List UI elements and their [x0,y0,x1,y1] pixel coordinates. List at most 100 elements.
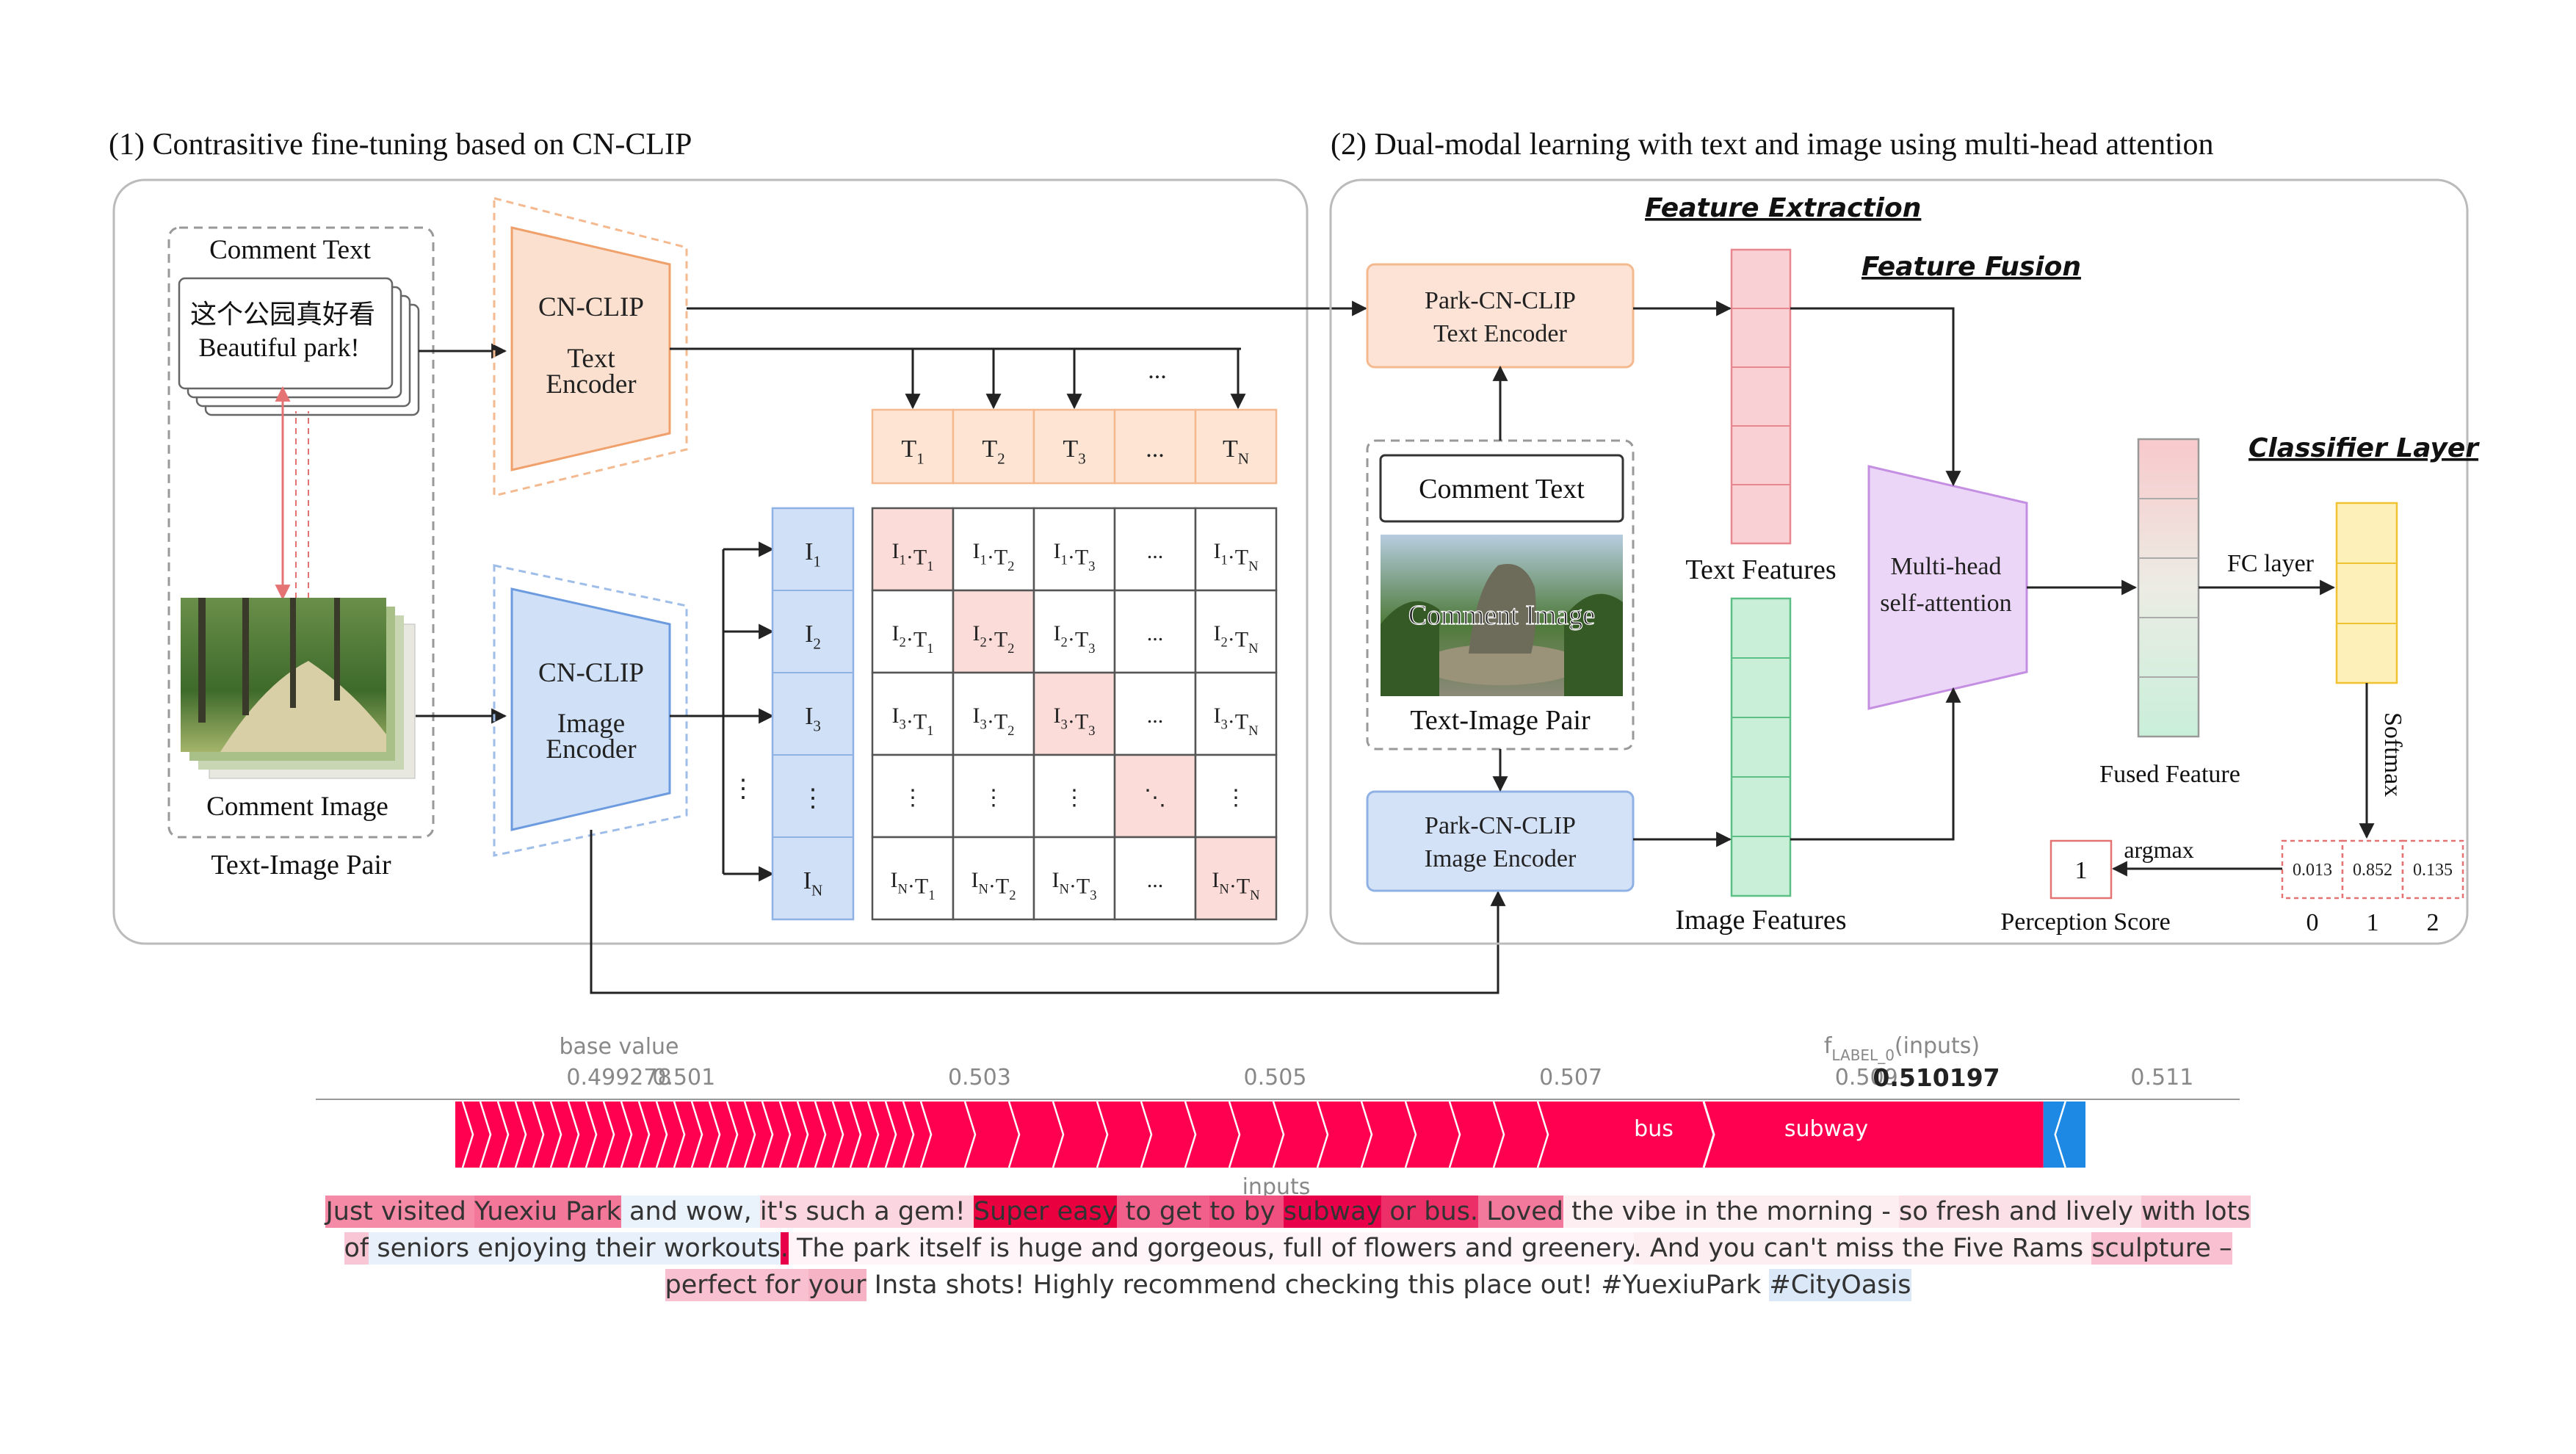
token: and wow, [621,1196,760,1228]
base-value: 0.499278 [566,1065,671,1090]
park-text-encoder-line2: Text Encoder [1433,320,1567,347]
classifier-output-column [2335,502,2398,684]
matrix-cell: ... [1147,539,1164,563]
park-text-encoder-line1: Park-CN-CLIP [1425,287,1576,314]
matrix-cell: ⋮ [902,786,924,810]
i-label: I3 [805,703,821,735]
feature-fusion-label: Feature Fusion [1862,252,2081,282]
token: so fresh and lively [1899,1196,2142,1228]
axis-tick: 0.503 [948,1065,1011,1090]
text-encoder-line1: CN-CLIP [538,292,644,322]
park-image-encoder-line1: Park-CN-CLIP [1425,812,1576,839]
pair-label-left: Text-Image Pair [211,850,391,880]
matrix-cell: I3·T1 [892,704,934,739]
matrix-cell: I3·T3 [1054,704,1096,739]
argmax-label: argmax [2124,836,2193,863]
perception-score-label: Perception Score [2000,908,2170,936]
english-text: Beautiful park! [199,333,360,362]
i-distribution-dots: ⋮ [731,775,756,803]
matrix-cell: I3·T2 [973,704,1015,739]
matrix-cell: ⋮ [983,786,1005,810]
image-encoder-line2: Image [557,709,625,739]
probability-value: 0.135 [2413,861,2453,880]
token: to by [1209,1196,1284,1228]
negative-bar [2043,1102,2085,1168]
fc-layer-label: FC layer [2227,550,2315,577]
perception-score-value: 1 [2075,857,2088,884]
token: Just visited [325,1196,475,1228]
axis-tick: 0.501 [652,1065,715,1090]
matrix-cell: ⋱ [1144,786,1166,810]
feature-extraction-label: Feature Extraction [1645,193,1921,223]
matrix-cell: ⋮ [1063,786,1085,810]
comment-text-label: Comment Text [209,235,371,265]
matrix-cell: IN·T2 [971,868,1016,903]
t-label: T2 [982,435,1005,468]
i-label: I1 [805,538,821,571]
park-text-encoder [1366,263,1635,369]
token: it's such a gem! [759,1196,974,1228]
t-label: T1 [901,435,924,468]
i-label: I2 [805,621,821,653]
token: or bus. [1381,1196,1479,1228]
pair-label-right: Text-Image Pair [1410,705,1591,736]
matrix-cell: I2·TN [1213,621,1258,657]
cnclip-text-encoder [510,226,671,471]
classifier-layer-label: Classifier Layer [2248,433,2480,463]
section2-title: (2) Dual-modal learning with text and im… [1331,128,2214,162]
token-attribution-text: Just visited Yuexiu Park and wow, it's s… [316,1193,2260,1303]
cnclip-image-encoder [510,587,671,831]
axis-tick: 0.507 [1539,1065,1602,1090]
matrix-cell: IN·TN [1212,868,1259,903]
image-features-column [1730,597,1792,897]
comment-text-box [1379,454,1624,523]
class-index: 2 [2427,909,2439,936]
matrix-cell: ... [1147,704,1164,728]
matrix-cell: I1·T1 [892,539,934,574]
probability-value: 0.852 [2353,861,2392,880]
chinese-text: 这个公园真好看 [190,300,375,330]
park-image-encoder-line2: Image Encoder [1425,845,1577,872]
text-features-label: Text Features [1685,554,1836,585]
token: seniors enjoying their workouts [369,1232,781,1265]
axis-tick: 0.509 [1835,1065,1898,1090]
token: to get [1117,1196,1210,1228]
matrix-cell: I2·T2 [973,621,1015,657]
output-label: fLABEL_0(inputs) [1824,1033,1980,1064]
multi-head-attention [1867,465,2028,710]
output-value: 0.510197 [1873,1063,2000,1092]
text-encoder-line3: Encoder [546,369,636,399]
section1-panel [112,178,1309,945]
matrix-cell: I2·T1 [892,621,934,657]
class-index: 0 [2307,909,2319,936]
comment-image-label: Comment Image [206,792,388,822]
image-encoder-line3: Encoder [546,734,636,764]
similarity-matrix: I1·T1I1·T2I1·T3...I1·TNI2·T1I2·T2I2·T3..… [871,507,1278,921]
comment-image-photo [181,598,386,752]
comment-text-right: Comment Text [1419,474,1585,504]
matrix-cell: I1·T3 [1054,539,1096,574]
i-label: IN [803,867,823,900]
fused-feature-label: Fused Feature [2099,761,2240,788]
token: subway [1283,1196,1382,1228]
matrix-cell: ... [1147,621,1164,645]
token: your [808,1269,866,1301]
matrix-cell: ⋮ [1225,786,1247,810]
t-label: ... [1146,435,1165,463]
class-index: 1 [2367,909,2379,936]
token: Insta shots! Highly recommend checking t… [866,1269,1770,1301]
softmax-label: Softmax [2379,712,2406,797]
perception-score-box [2049,839,2113,900]
image-encoder-line1: CN-CLIP [538,658,644,688]
section2-panel [1329,178,2469,945]
bar-label-bus: bus [1634,1116,1674,1142]
matrix-cell: I3·TN [1213,704,1258,739]
bar-label-subway: subway [1784,1116,1868,1142]
token: Yuexiu Park [474,1196,621,1228]
fused-feature-column [2137,438,2200,738]
axis-tick: 0.511 [2130,1065,2193,1090]
